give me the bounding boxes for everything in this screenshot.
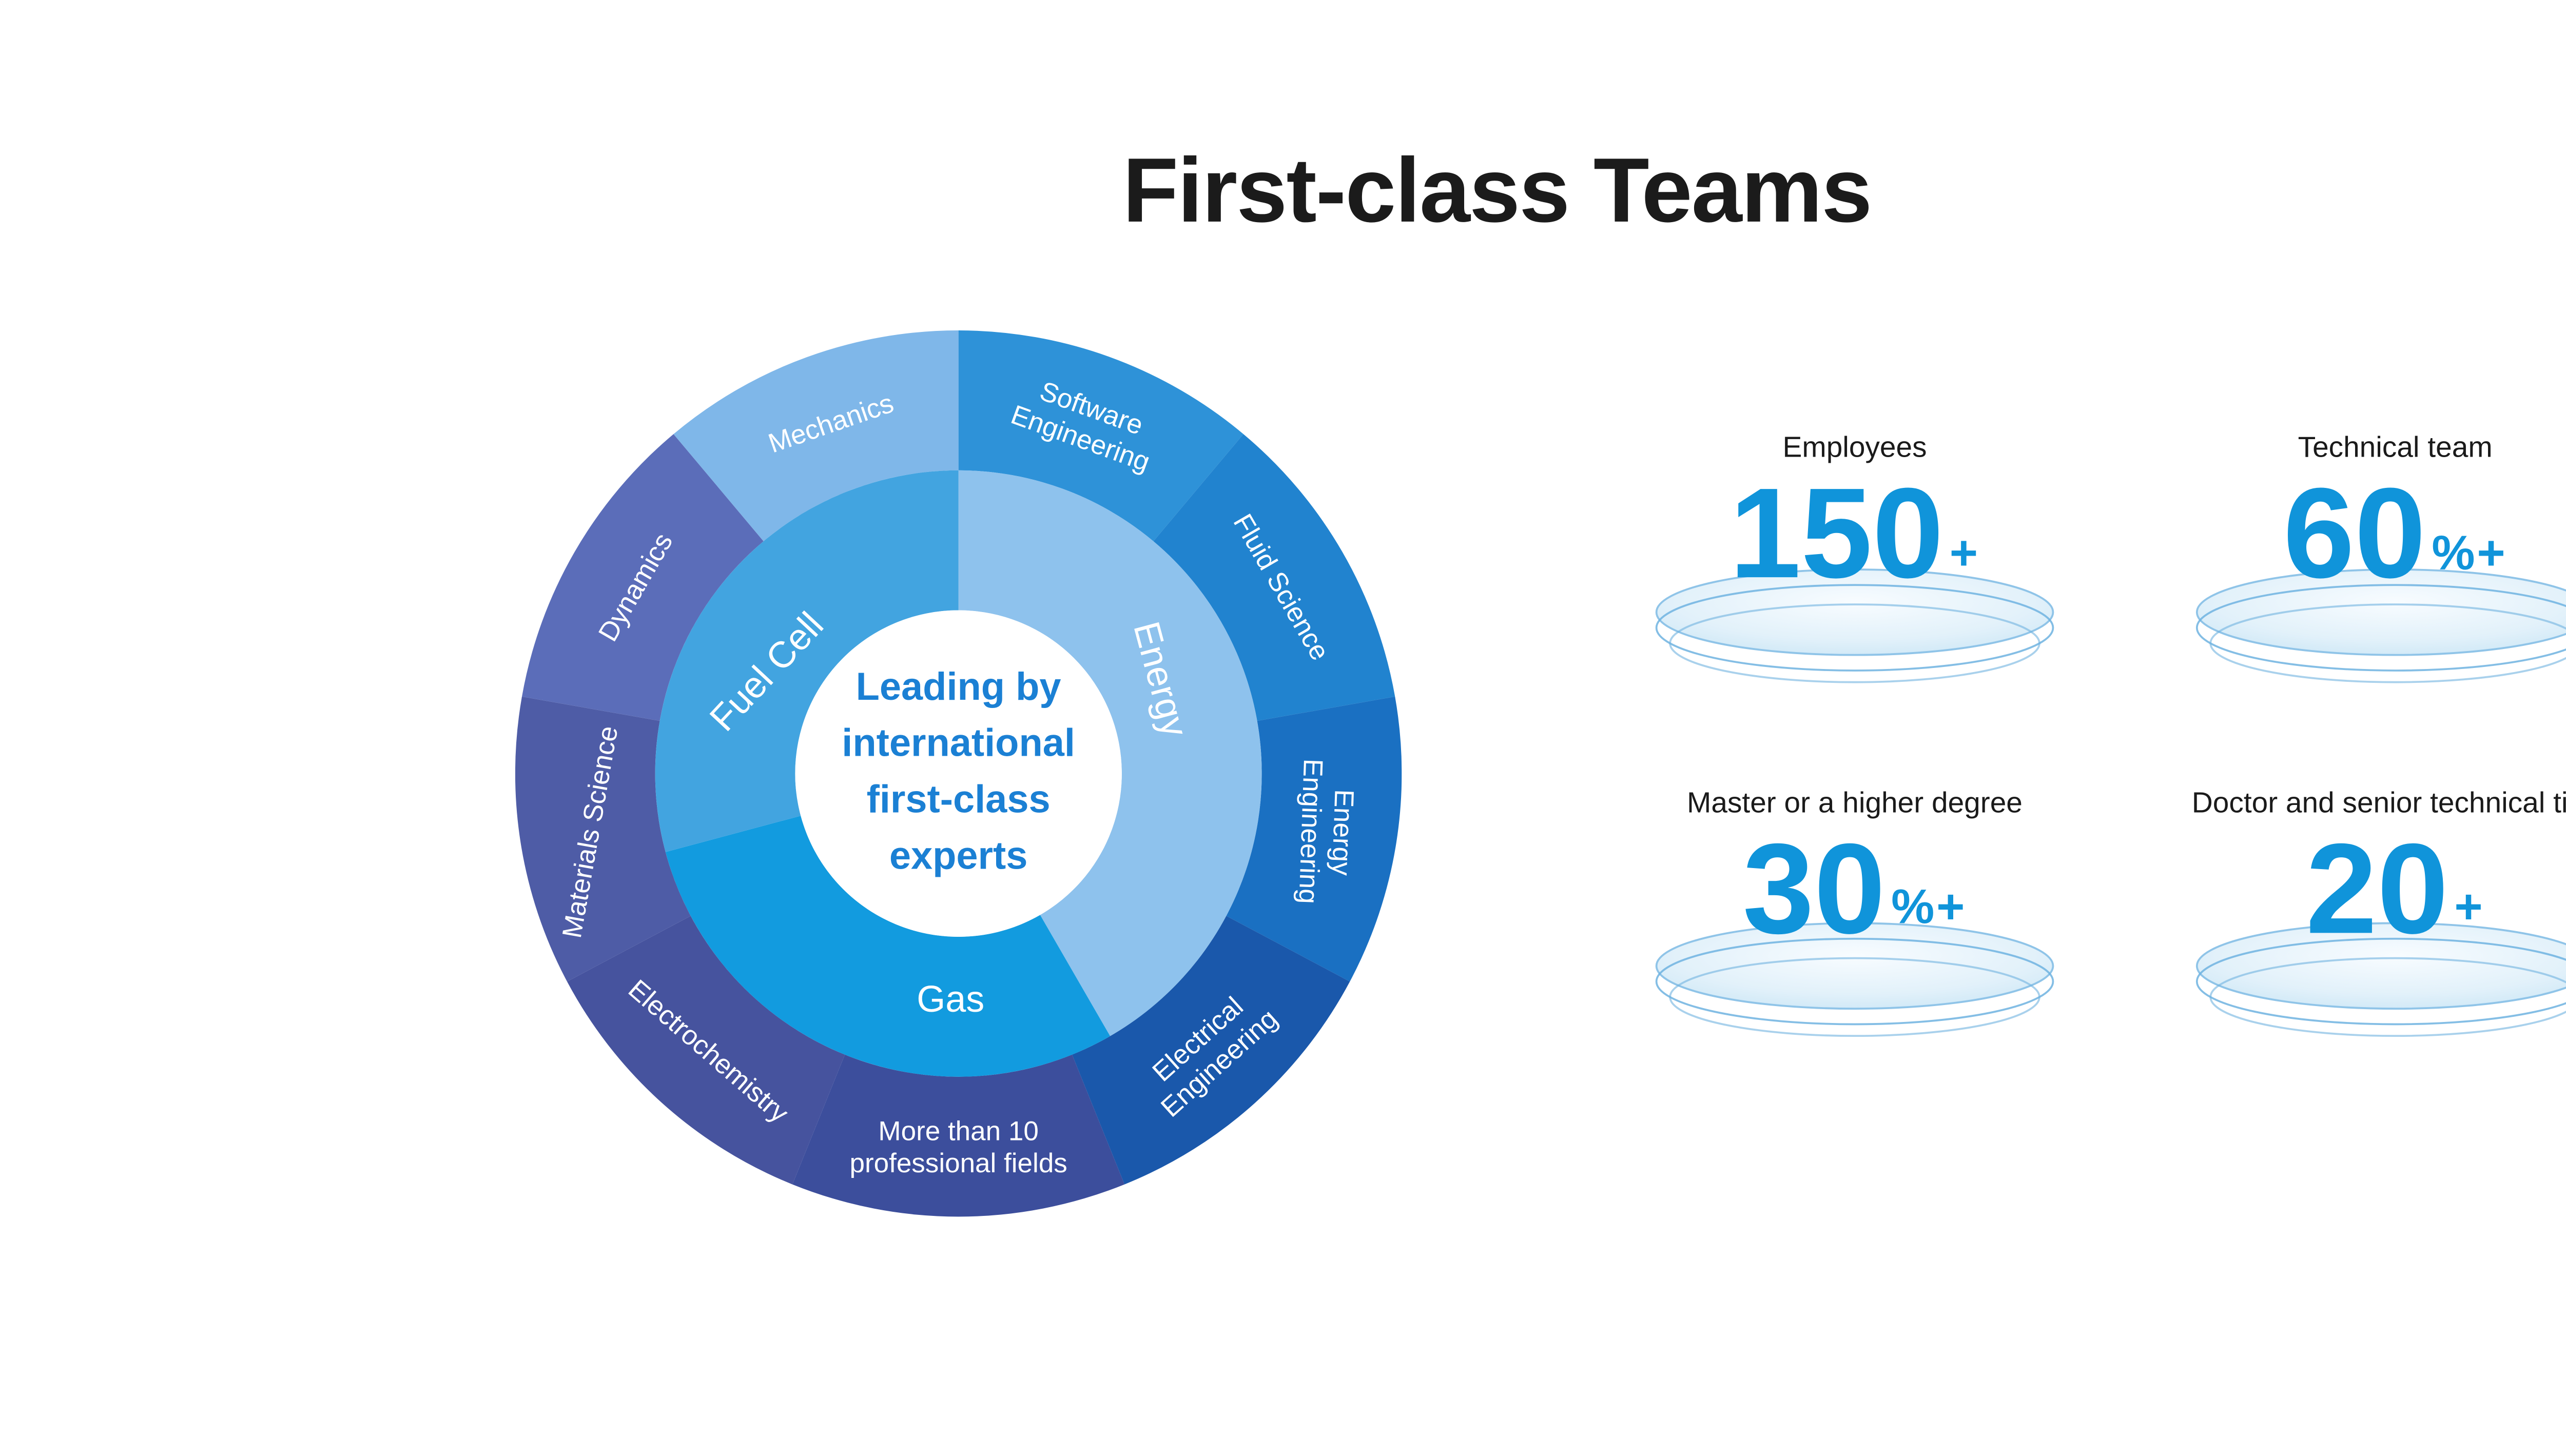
stat-employees: Employees 150 + [1584,431,2125,690]
outer-segment-fluid-science [1153,434,1395,721]
chart-center-label: Leading by international first-class exp… [842,666,1075,879]
outer-segment-more-than-10-professional-fields [792,1054,1125,1217]
stat-master-degree: Master or a higher degree 30 %+ [1584,786,2125,1045]
inner-label-gas-text: Gas [917,979,984,1020]
inner-label-gas: Gas [917,979,984,1020]
outer-segment-electrochemistry [567,916,845,1185]
stat-value: 30 [1742,815,1885,960]
outer-segment-energy-engineering [1226,696,1402,982]
outer-segment-electrical-engineering [1072,916,1350,1185]
outer-label-energy-engineering-text: Engineering [1293,758,1328,904]
outer-segment-mechanics [673,330,959,542]
dish-decoration [1655,567,2054,683]
outer-label-energy-engineering-text: Energy [1326,789,1359,876]
stat-value: 20 [2305,815,2449,960]
stat-suffix: %+ [1891,881,1967,936]
stat-number: 60 %+ [2283,460,2507,605]
dish-decoration [1655,922,2054,1038]
stat-suffix: %+ [2432,526,2507,581]
dish-decoration [2196,922,2566,1038]
outer-label-more-than-10-professional-fields-text: More than 10 [878,1116,1038,1146]
stat-doctor-title: Doctor and senior technical title 20 + [2125,786,2566,1045]
stat-number: 20 + [2305,815,2485,960]
stats-grid: Employees 150 + Technical team 60 %+ [1584,431,2566,1045]
stat-number: 30 %+ [1742,815,1967,960]
stat-number: 150 + [1729,460,1980,605]
inner-segment-gas [665,816,1111,1077]
stat-suffix: + [1949,526,1980,581]
outer-segment-materials-science [515,696,691,982]
stat-value: 60 [2283,460,2426,605]
inner-segment-fuel-cell [655,470,959,852]
outer-segment-software-engineering [958,330,1243,542]
stat-label: Employees [1782,431,1927,465]
outer-label-more-than-10-professional-fields-text: professional fields [849,1148,1067,1178]
stat-suffix: + [2454,881,2485,936]
stat-value: 150 [1729,460,1944,605]
stat-label: Doctor and senior technical title [2191,786,2566,820]
inner-segment-energy [958,470,1262,1036]
stat-label: Technical team [2298,431,2493,465]
chart-center-circle [795,610,1122,937]
stat-technical-team: Technical team 60 %+ [2125,431,2566,690]
outer-segment-dynamics [522,434,764,721]
stat-label: Master or a higher degree [1687,786,2023,820]
dish-decoration [2196,567,2566,683]
page-title: First-class Teams [1122,137,1873,241]
